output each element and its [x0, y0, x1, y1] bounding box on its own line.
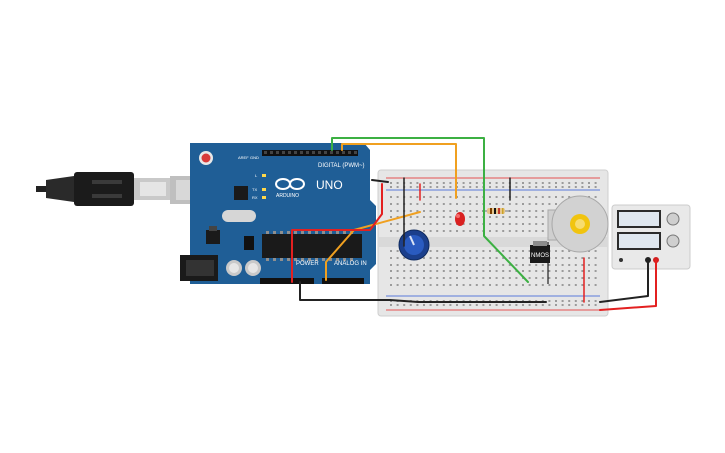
- supply-display-2: [617, 232, 661, 250]
- supply-knob-1[interactable]: [666, 212, 680, 226]
- transistor-label: NMOS: [531, 253, 549, 259]
- arduino-uno-board[interactable]: DIGITAL (PWM~) AREF GND L TX RX UNO ARDU…: [180, 143, 376, 284]
- reset-button[interactable]: [201, 153, 211, 163]
- wire-green-pin-to-transistor[interactable]: [331, 137, 529, 283]
- dual-power-supply[interactable]: [611, 204, 691, 270]
- digital-header-label: DIGITAL (PWM~): [318, 163, 365, 169]
- led-rx: [262, 196, 266, 199]
- analog-header-label: ANALOG IN: [334, 261, 367, 267]
- dc-motor[interactable]: [547, 195, 609, 284]
- potentiometer[interactable]: [398, 229, 430, 261]
- analog-header: [322, 278, 364, 284]
- supply-switch[interactable]: [619, 258, 623, 262]
- supply-display-1: [617, 210, 661, 228]
- board-model: UNO: [316, 178, 343, 192]
- board-brand: ARDUINO: [276, 193, 299, 199]
- resistor[interactable]: [482, 208, 510, 214]
- wire-black-top-gnd[interactable]: [371, 179, 389, 183]
- led-tx: [262, 188, 266, 191]
- led-label-rx: RX: [252, 195, 258, 200]
- wire-red-supply[interactable]: [599, 259, 657, 311]
- atmega-chip: [262, 234, 362, 258]
- icsp-header: [244, 236, 254, 250]
- red-led[interactable]: [455, 212, 465, 226]
- arduino-logo: [275, 178, 305, 190]
- crystal: [222, 210, 256, 222]
- aref-label: AREF: [238, 155, 249, 160]
- usb-cable[interactable]: [36, 172, 216, 206]
- wire-black-gnd[interactable]: [299, 281, 547, 303]
- digital-header: [262, 150, 358, 156]
- wire-black-supply[interactable]: [599, 259, 649, 303]
- nmos-transistor[interactable]: NMOS: [530, 241, 550, 263]
- led-label-l: L: [255, 173, 258, 178]
- led-label-tx: TX: [252, 187, 257, 192]
- wires: [291, 137, 657, 311]
- wire-orange-pin-to-resistor[interactable]: [341, 143, 457, 199]
- usb-chip: [234, 186, 248, 200]
- power-header-label: POWER: [296, 261, 319, 267]
- power-header: [260, 278, 314, 284]
- supply-knob-2[interactable]: [666, 234, 680, 248]
- led-l: [262, 174, 266, 177]
- wire-orange-analog-to-pot[interactable]: [325, 211, 421, 281]
- breadboard-center-channel: [378, 237, 608, 247]
- wire-red-5v[interactable]: [291, 183, 383, 283]
- voltage-regulator: [206, 230, 220, 244]
- gnd-label: GND: [250, 155, 259, 160]
